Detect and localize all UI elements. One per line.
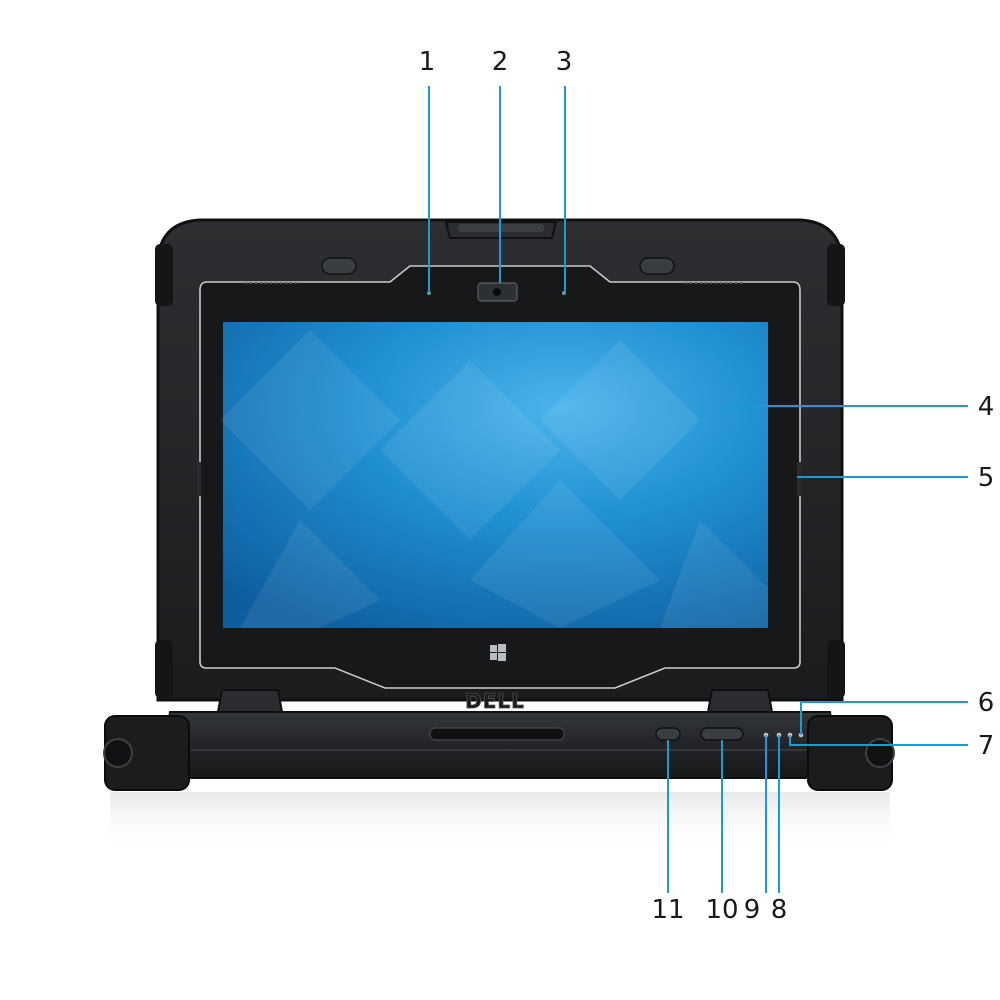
callout-numbers: 1 2 3 4 5 6 7 8 9 10 11 xyxy=(419,47,995,925)
bumper-top-left xyxy=(155,244,173,306)
hinge-left xyxy=(216,689,284,713)
callout-3: 3 xyxy=(556,47,573,77)
callout-2: 2 xyxy=(492,47,509,77)
base-bumper-left-port xyxy=(103,738,133,768)
display-screen xyxy=(223,322,768,628)
dell-logo: DELL xyxy=(465,689,525,713)
leader-6 xyxy=(800,701,968,735)
front-button-10[interactable] xyxy=(700,727,744,741)
leader-7 xyxy=(789,735,968,746)
top-right-button xyxy=(639,257,675,275)
display-side-edge-left xyxy=(197,462,201,496)
callout-8: 8 xyxy=(771,895,788,925)
callout-10: 10 xyxy=(705,895,738,925)
camera-lens xyxy=(493,288,501,296)
callout-11: 11 xyxy=(651,895,684,925)
floor-reflection xyxy=(110,792,890,852)
callout-9: 9 xyxy=(744,895,761,925)
leader-lines xyxy=(428,86,968,893)
callout-1: 1 xyxy=(419,47,436,77)
front-button-11[interactable] xyxy=(655,727,681,741)
bumper-bottom-right xyxy=(827,640,845,698)
callout-7: 7 xyxy=(978,731,995,761)
bumper-bottom-left xyxy=(155,640,173,698)
hinge-right xyxy=(706,689,774,713)
callout-4: 4 xyxy=(978,392,995,422)
callout-6: 6 xyxy=(978,688,995,718)
front-handle xyxy=(429,727,565,741)
display-side-edge-right xyxy=(797,462,801,496)
bumper-top-right xyxy=(827,244,845,306)
windows-logo-icon[interactable] xyxy=(490,644,506,661)
base-chassis xyxy=(158,711,842,779)
callout-5: 5 xyxy=(978,463,995,493)
base-bumper-right-port xyxy=(865,738,895,768)
top-left-button xyxy=(321,257,357,275)
screen-diamond-pattern xyxy=(220,330,768,628)
